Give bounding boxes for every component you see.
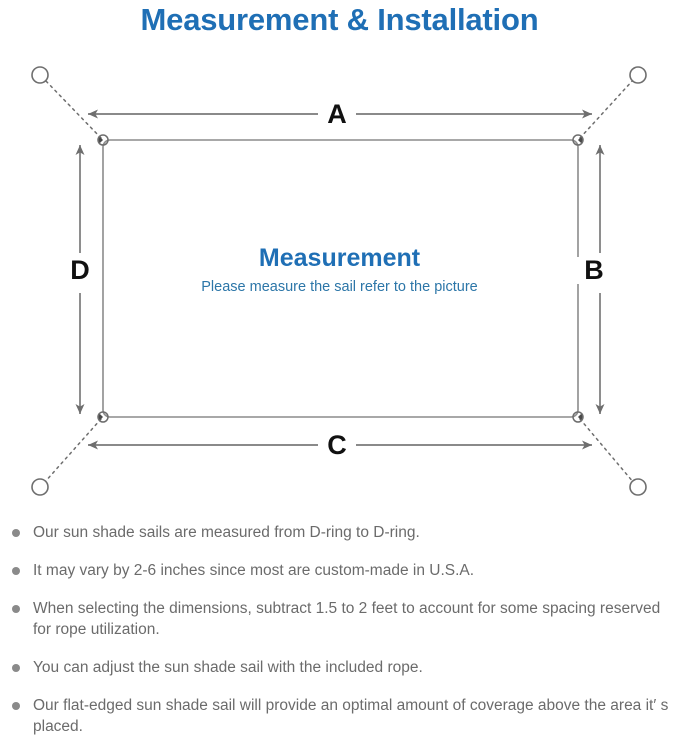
list-item: It may vary by 2-6 inches since most are… — [0, 560, 679, 581]
d-ring-bottom-left — [97, 411, 109, 423]
list-item: When selecting the dimensions, subtract … — [0, 598, 679, 640]
note-text: Our flat-edged sun shade sail will provi… — [33, 697, 669, 735]
note-text: When selecting the dimensions, subtract … — [33, 600, 661, 638]
note-text: Our sun shade sails are measured from D-… — [33, 524, 420, 541]
rope-line-bottom-left — [43, 418, 102, 484]
bullet-icon — [12, 605, 20, 613]
diagram-canvas — [31, 66, 647, 496]
note-text: You can adjust the sun shade sail with t… — [33, 659, 423, 676]
bullet-icon — [12, 664, 20, 672]
rope-line-top-right — [579, 78, 635, 139]
list-item: Our flat-edged sun shade sail will provi… — [0, 695, 679, 737]
note-text: It may vary by 2-6 inches since most are… — [33, 562, 475, 579]
list-item: You can adjust the sun shade sail with t… — [0, 657, 679, 678]
bullet-icon — [12, 567, 20, 575]
bullet-icon — [12, 529, 20, 537]
sail-rectangle — [102, 139, 579, 418]
bullet-icon — [12, 702, 20, 710]
list-item: Our sun shade sails are measured from D-… — [0, 522, 679, 543]
anchor-point-bottom-right — [629, 478, 647, 496]
rope-line-top-left — [43, 78, 102, 139]
d-ring-top-left — [97, 134, 109, 146]
rope-line-bottom-right — [579, 418, 635, 484]
d-ring-bottom-right — [572, 411, 584, 423]
page-title: Measurement & Installation — [140, 2, 539, 37]
anchor-point-top-right — [629, 66, 647, 84]
anchor-point-top-left — [31, 66, 49, 84]
d-ring-top-right — [572, 134, 584, 146]
anchor-point-bottom-left — [31, 478, 49, 496]
measurement-diagram: Measurement Please measure the sail refe… — [0, 46, 679, 516]
notes-list: Our sun shade sails are measured from D-… — [0, 522, 679, 737]
